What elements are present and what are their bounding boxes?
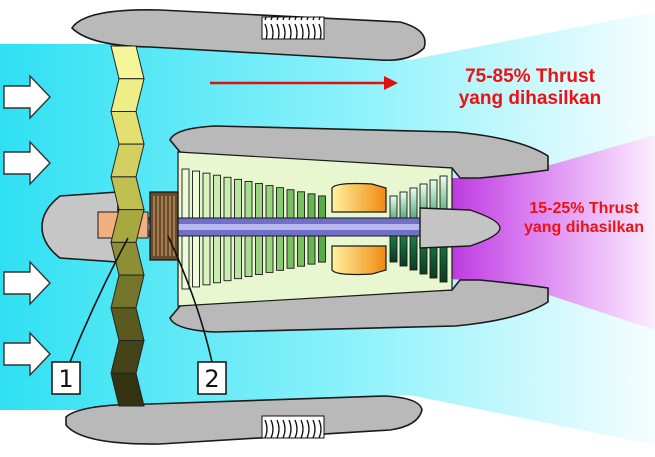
core-thrust-label-line2: yang dihasilkan	[524, 219, 644, 236]
callout-2: 2	[197, 361, 227, 395]
callout-2-label: 2	[204, 365, 219, 393]
core-cowl-lower	[169, 279, 549, 333]
core-cowl-upper	[169, 125, 549, 179]
spinner-nose-cone	[41, 191, 119, 263]
callout-1: 1	[51, 361, 81, 395]
intake-arrows	[3, 74, 51, 377]
bypass-thrust-label-line1: 75-85% Thrust	[465, 66, 596, 87]
fan-blade	[110, 45, 145, 407]
callout-leaders	[69, 235, 213, 363]
thrust-reverser-cascade	[261, 415, 325, 439]
callout-1-leader	[69, 237, 129, 363]
bypass-flow-arrow	[210, 76, 398, 90]
upper-nacelle	[70, 9, 426, 62]
arrow-right-icon	[3, 140, 51, 186]
tail-cone	[419, 207, 501, 249]
thrust-reverser-cascade	[261, 16, 325, 40]
arrow-right-icon	[3, 331, 51, 377]
arrow-right-icon	[3, 74, 51, 120]
combustion-chamber	[331, 182, 387, 276]
core-thrust-label-line1: 15-25% Thrust	[529, 200, 639, 217]
callout-2-leader	[167, 235, 213, 363]
fan-blade-segment	[110, 372, 145, 407]
callout-1-label: 1	[58, 365, 73, 393]
arrow-right-icon	[3, 260, 51, 306]
bypass-thrust-label-line2: yang dihasilkan	[459, 88, 602, 109]
lower-nacelle	[65, 395, 423, 445]
